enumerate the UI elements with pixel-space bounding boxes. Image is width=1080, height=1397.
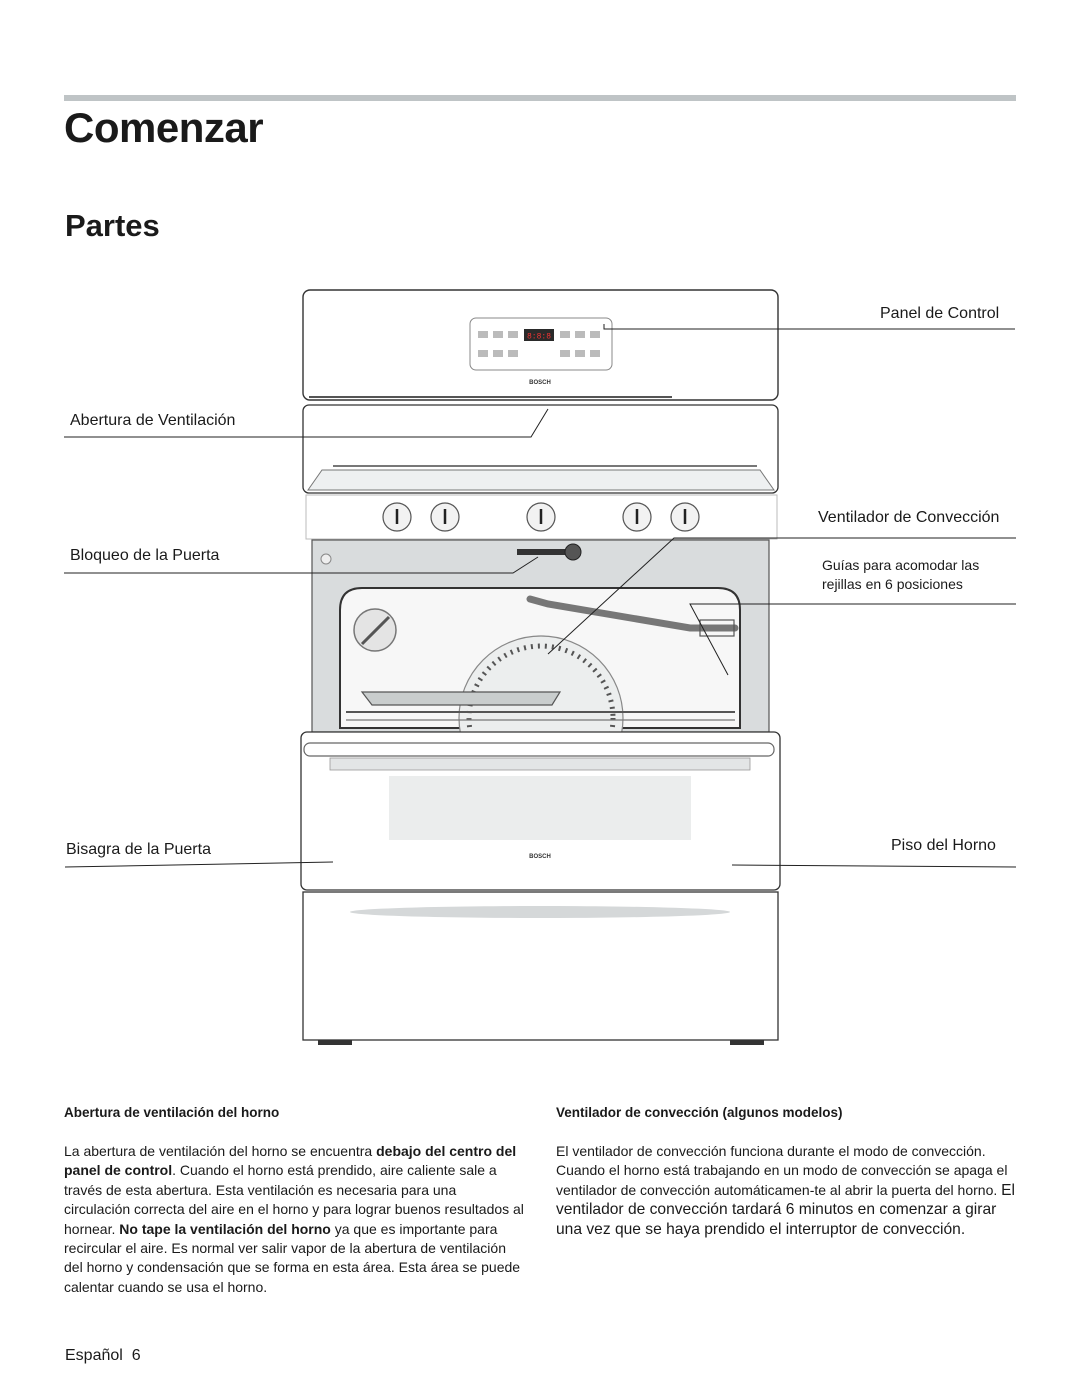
footer-language: Español bbox=[65, 1347, 123, 1364]
label-abertura: Abertura de Ventilación bbox=[70, 412, 236, 429]
label-piso: Piso del Horno bbox=[891, 837, 996, 854]
control-display bbox=[524, 329, 554, 341]
section-heading: Partes bbox=[65, 208, 160, 243]
door-handle bbox=[303, 742, 775, 757]
label-guias: Guías para acomodar las rejillas en 6 po… bbox=[822, 557, 980, 592]
right-section-body: El ventilador de convección funciona dur… bbox=[556, 1143, 1016, 1238]
page-title: Comenzar bbox=[64, 104, 264, 151]
oven-knobs bbox=[382, 502, 700, 532]
control-panel bbox=[469, 317, 613, 371]
label-bloqueo: Bloqueo de la Puerta bbox=[70, 547, 220, 564]
leader-bloqueo bbox=[64, 556, 539, 574]
title-rule bbox=[64, 95, 1016, 101]
footer-page-number: 6 bbox=[131, 1347, 141, 1364]
leader-panel-control bbox=[603, 324, 1015, 330]
door-lock-lever bbox=[517, 549, 567, 555]
leader-ventilador bbox=[547, 537, 1016, 655]
label-panel-control: Panel de Control bbox=[880, 305, 1000, 322]
leader-abertura bbox=[64, 408, 549, 438]
leader-piso bbox=[731, 864, 1017, 868]
door-brand-logo: BOSCH bbox=[529, 854, 551, 860]
right-section-title: Ventilador de convección (algunos modelo… bbox=[556, 1105, 843, 1120]
page-footer: Español 6 bbox=[65, 1347, 141, 1365]
control-panel-buttons bbox=[478, 331, 600, 357]
left-section-body: La abertura de ventilación del horno se … bbox=[64, 1143, 524, 1295]
left-section-title: Abertura de ventilación del horno bbox=[64, 1105, 280, 1120]
control-display-value: 8:8:8 bbox=[527, 333, 551, 342]
leader-bisagra bbox=[64, 861, 334, 868]
leader-guias bbox=[689, 603, 1016, 676]
label-ventilador: Ventilador de Convección bbox=[818, 509, 1000, 526]
label-bisagra: Bisagra de la Puerta bbox=[66, 841, 211, 858]
top-brand-logo: BOSCH bbox=[529, 380, 551, 386]
